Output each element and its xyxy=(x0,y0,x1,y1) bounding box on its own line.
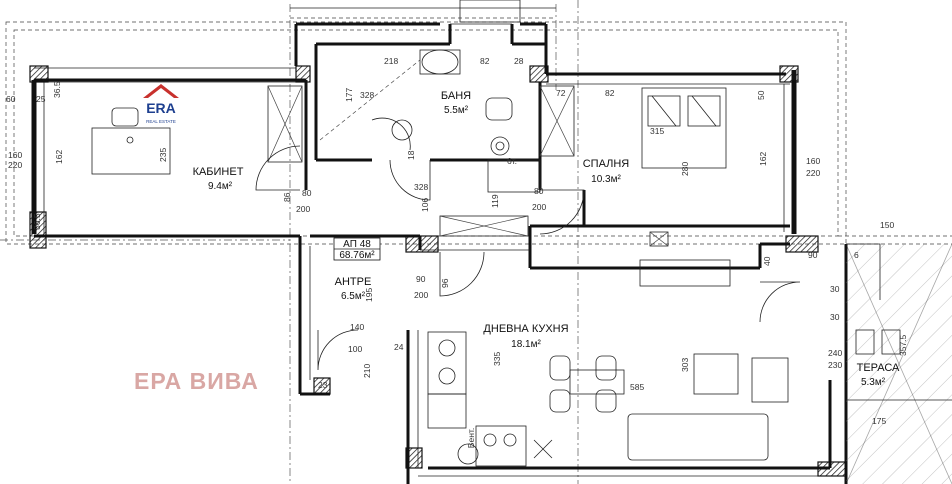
dim-label: 82 xyxy=(480,56,490,66)
dim-label: 585 xyxy=(630,382,644,392)
dim-label: 162 xyxy=(54,150,64,164)
dim-label: 25 xyxy=(36,94,46,104)
dim-label: 150 xyxy=(880,220,894,230)
dim-label: 162 xyxy=(758,152,768,166)
dim-label: 218 xyxy=(384,56,398,66)
dim-label: 18 xyxy=(406,150,416,160)
dim-label: 230 xyxy=(828,360,842,370)
apartment-id: АП 48 xyxy=(343,239,371,250)
dim-label: 175 xyxy=(872,416,886,426)
room-area-bath: 5.5м² xyxy=(444,105,469,116)
dim-label: 90 xyxy=(808,250,818,260)
room-name-bath: БАНЯ xyxy=(441,90,471,102)
dim-label: 40 xyxy=(762,256,772,266)
closets xyxy=(267,85,669,247)
dim-label: 315 xyxy=(650,126,664,136)
dim-label: 100 xyxy=(348,344,362,354)
dim-label: 177 xyxy=(344,88,354,102)
dim-label: 36.5 xyxy=(32,213,42,230)
house-roof-icon: ERA REAL ESTATE xyxy=(143,84,179,124)
bath-fixtures xyxy=(319,49,513,156)
dim-label: 23 xyxy=(318,380,328,390)
dim-label: 119 xyxy=(490,194,500,208)
room-name-terrace: ТЕРАСА xyxy=(857,362,900,374)
room-area-hall: 6.5м² xyxy=(341,291,366,302)
logo-tagline: REAL ESTATE xyxy=(146,119,176,124)
era-logo: ERA REAL ESTATE xyxy=(141,82,181,126)
dim-label: 80 xyxy=(534,186,544,196)
dim-label: 50 xyxy=(756,90,766,100)
dim-label: 6 xyxy=(854,250,859,260)
dim-label: 60 xyxy=(6,94,16,104)
dim-label: 80 xyxy=(302,188,312,198)
room-name-living: ДНЕВНА КУХНЯ xyxy=(483,323,568,335)
bed xyxy=(641,87,727,169)
dim-label: 24 xyxy=(394,342,404,352)
dim-label: 106 xyxy=(420,198,430,212)
dim-label: 30 xyxy=(830,312,840,322)
dim-label: 160 xyxy=(8,150,22,160)
watermark: ЕРА ВИВА xyxy=(134,368,259,394)
doors xyxy=(255,117,801,371)
dim-label: 280 xyxy=(680,162,690,176)
dim-label: 200 xyxy=(414,290,428,300)
dim-label: 220 xyxy=(806,168,820,178)
vent-label: Вент. xyxy=(466,428,476,448)
dimension-labels: 218 82 28 72 82 50 328 177 315 60 25 36.… xyxy=(6,56,908,426)
dim-label: 140 xyxy=(350,322,364,332)
dim-label: 82 xyxy=(605,88,615,98)
dim-label: 160 xyxy=(806,156,820,166)
dim-label: 36.5 xyxy=(52,81,62,98)
walls xyxy=(31,22,952,484)
dim-label: 195 xyxy=(364,288,374,302)
dim-label: 200 xyxy=(296,204,310,214)
shaft-label: 6т. xyxy=(507,156,517,166)
dim-label: 240 xyxy=(828,348,842,358)
living-furniture xyxy=(427,259,789,467)
dim-label: 328 xyxy=(360,90,374,100)
office-furniture xyxy=(91,107,171,175)
dim-label: 357.5 xyxy=(898,334,908,356)
room-area-bedroom: 10.3м² xyxy=(591,174,621,185)
dim-label: 30 xyxy=(830,284,840,294)
dim-label: 210 xyxy=(362,364,372,378)
apartment-area: 68.76м² xyxy=(339,250,375,261)
room-name-bedroom: СПАЛНЯ xyxy=(583,158,630,170)
room-area-office: 9.4м² xyxy=(208,181,233,192)
dim-label: 328 xyxy=(414,182,428,192)
dim-label: 235 xyxy=(158,148,168,162)
dim-label: 90 xyxy=(416,274,426,284)
dim-label: 335 xyxy=(492,352,502,366)
dim-label: 220 xyxy=(8,160,22,170)
dim-label: 72 xyxy=(556,88,566,98)
columns xyxy=(29,65,847,477)
room-area-terrace: 5.3м² xyxy=(861,377,886,388)
dim-label: 200 xyxy=(532,202,546,212)
dim-label: 303 xyxy=(680,358,690,372)
room-name-office: КАБИНЕТ xyxy=(193,166,244,178)
dim-label: 28 xyxy=(514,56,524,66)
room-name-hall: АНТРЕ xyxy=(335,276,372,288)
dim-label: 96 xyxy=(440,278,450,288)
logo-brand: ERA xyxy=(146,100,176,116)
room-area-living: 18.1м² xyxy=(511,339,541,350)
dim-label: 86 xyxy=(282,192,292,202)
terrace-furniture xyxy=(855,329,901,355)
